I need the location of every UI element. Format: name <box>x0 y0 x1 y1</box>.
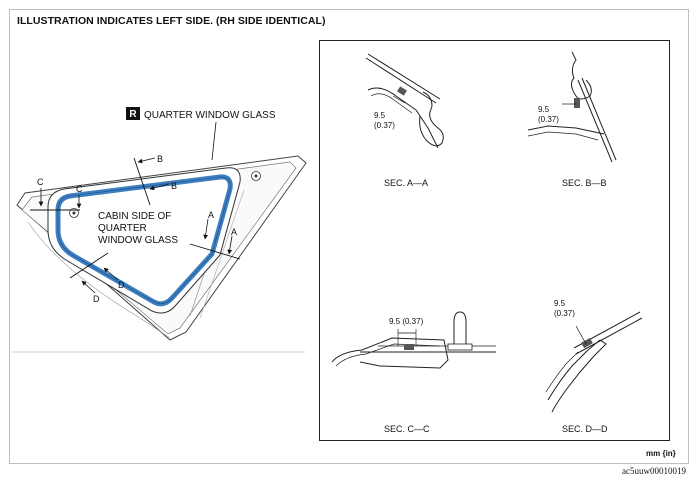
sec-d-panel <box>547 339 607 413</box>
sec-b-panel <box>527 125 605 135</box>
section-line-a <box>189 243 241 260</box>
sec-c-clip-base <box>447 343 473 351</box>
section-d-d-view <box>545 311 643 413</box>
sec-a-glass-2 <box>367 53 441 100</box>
sec-d-label: SEC. D—D <box>562 424 608 434</box>
section-b-b-view <box>527 51 617 163</box>
part-badge: R <box>129 109 137 120</box>
sec-c-panel-2 <box>335 343 441 367</box>
section-marker-a-bottom: A <box>231 227 237 237</box>
sec-c-clip <box>453 311 467 346</box>
sec-d-adhesive <box>581 337 593 349</box>
section-c-c-view <box>331 311 496 369</box>
sec-d-panel-2 <box>545 351 579 393</box>
sec-b-adhesive <box>574 98 580 108</box>
section-arrow-b-bottom <box>149 183 170 191</box>
cabin-side-label-line-1: CABIN SIDE OF <box>98 211 171 222</box>
section-a-a-view <box>365 53 444 149</box>
section-cut-markers: B B C C A A D D <box>30 154 241 304</box>
part-name-label: QUARTER WINDOW GLASS <box>144 110 276 121</box>
body-panel-outline <box>16 155 307 341</box>
sec-a-dim-line <box>392 95 406 104</box>
section-arrow-d-top <box>103 267 119 281</box>
section-arrow-b-top <box>137 157 156 164</box>
sec-a-dim-inch: (0.37) <box>374 121 395 130</box>
sec-b-glass-2 <box>581 77 617 161</box>
section-marker-c-left: C <box>37 177 44 187</box>
sec-b-dim-inch: (0.37) <box>538 115 559 124</box>
section-views-panel <box>319 40 670 441</box>
figure-code: ac5uuw00010019 <box>622 466 686 476</box>
sec-a-glass <box>365 57 437 104</box>
sec-c-panel <box>331 337 449 369</box>
sec-a-panel-2 <box>370 93 413 114</box>
sec-a-dim-value: 9.5 <box>374 111 386 120</box>
section-marker-a-top: A <box>208 210 214 220</box>
cabin-side-label-line-2: QUARTER <box>98 223 147 234</box>
sec-c-adhesive <box>404 344 414 350</box>
section-line-d <box>69 252 109 279</box>
sec-d-dim-inch: (0.37) <box>554 309 575 318</box>
sec-c-label: SEC. C—C <box>384 424 430 434</box>
sec-b-glass <box>577 79 613 163</box>
sec-b-label: SEC. B—B <box>562 178 607 188</box>
section-marker-d-bottom: D <box>93 294 100 304</box>
sec-a-molding <box>419 91 444 147</box>
urethane-adhesive-bead-edge <box>57 176 231 305</box>
section-line-b <box>133 157 151 206</box>
section-arrow-d-bottom <box>81 280 96 294</box>
clip-fastener-front-center <box>72 211 76 215</box>
cabin-side-label-line-3: WINDOW GLASS <box>98 235 178 246</box>
sec-c-dim-value: 9.5 (0.37) <box>389 317 424 326</box>
section-marker-b-top: B <box>157 154 163 164</box>
units-label: mm {in} <box>646 449 676 458</box>
section-marker-d-top: D <box>118 280 125 290</box>
illustration-heading: ILLUSTRATION INDICATES LEFT SIDE. (RH SI… <box>17 15 326 27</box>
sec-d-glass-2 <box>575 317 643 355</box>
sec-d-dim-value: 9.5 <box>554 299 566 308</box>
section-arrow-a-bottom <box>227 235 233 255</box>
section-arrow-a-top <box>203 218 209 240</box>
quarter-window-illustration <box>12 121 307 353</box>
sec-a-label: SEC. A—A <box>384 178 428 188</box>
sec-a-adhesive <box>397 86 407 96</box>
sec-b-dim-value: 9.5 <box>538 105 550 114</box>
part-badge-box <box>126 107 140 120</box>
sec-b-molding <box>570 51 592 100</box>
sec-a-panel <box>367 87 439 149</box>
clip-fastener-rear-center <box>254 174 258 178</box>
diagram-frame <box>9 9 689 464</box>
sec-b-panel-2 <box>527 131 599 141</box>
part-leader-line <box>211 121 217 161</box>
sec-d-dim-line <box>575 325 587 345</box>
section-marker-c-right: C <box>76 184 83 194</box>
section-marker-b-bottom: B <box>171 181 177 191</box>
